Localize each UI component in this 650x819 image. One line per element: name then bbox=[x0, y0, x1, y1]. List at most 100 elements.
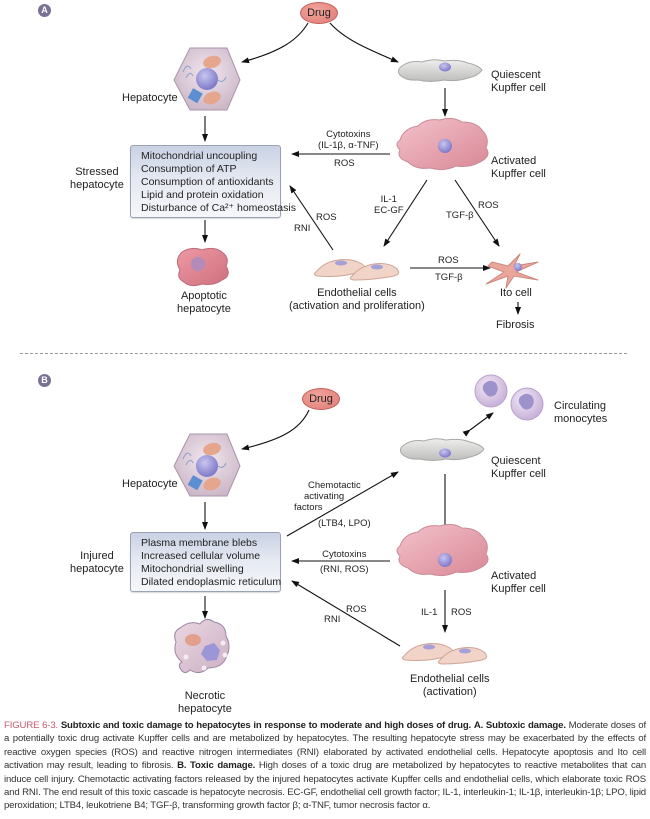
label-line: Endothelial cells bbox=[410, 673, 490, 685]
panel-b-badge: B bbox=[38, 374, 51, 387]
label-line: Circulating bbox=[554, 400, 606, 412]
panel-divider bbox=[20, 353, 627, 354]
figure-caption: FIGURE 6-3. Subtoxic and toxic damage to… bbox=[4, 719, 646, 813]
necrotic-hepatocyte-cell bbox=[174, 618, 230, 674]
activated-kupffer-cell-b bbox=[396, 523, 489, 577]
stressed-hepatocyte-label: Stressed hepatocyte bbox=[70, 166, 124, 192]
label-line: hepatocyte bbox=[70, 563, 124, 575]
activated-kupffer-label-b: Activated Kupffer cell bbox=[491, 570, 546, 596]
rni-label-endo-box-b: RNI bbox=[324, 614, 341, 625]
label-line: Endothelial cells bbox=[317, 287, 397, 299]
il1-ecgf-label-a: IL-1 EC-GF bbox=[374, 194, 404, 216]
cytotoxins-label-b: Cytotoxins (RNI, ROS) bbox=[320, 549, 369, 575]
label-line: Activated bbox=[491, 155, 537, 167]
ros-label-endo-ito-a: ROS bbox=[438, 255, 459, 266]
effect-item: Dilated endoplasmic reticulum bbox=[141, 576, 282, 588]
label-line: Kupffer cell bbox=[491, 468, 546, 480]
label-line: Kupffer cell bbox=[491, 583, 546, 595]
arrow-kupffer-to-ito-a bbox=[454, 179, 500, 247]
drug-oval-a: Drug bbox=[300, 2, 338, 24]
cytotoxins-ros-label-a: ROS bbox=[334, 158, 355, 169]
label-line: Injured bbox=[80, 550, 114, 562]
label-line: (activation and proliferation) bbox=[289, 300, 425, 312]
ito-cell bbox=[485, 253, 539, 289]
label-line: (IL-1β, α-TNF) bbox=[318, 140, 379, 151]
arrow-endothelial-to-box-b bbox=[291, 580, 401, 647]
label-line: (RNI, ROS) bbox=[320, 564, 369, 575]
effect-item: Consumption of ATP bbox=[141, 163, 237, 175]
quiescent-kupffer-label-b: Quiescent Kupffer cell bbox=[491, 455, 546, 481]
label-line: Stressed bbox=[75, 166, 119, 178]
effect-item: Mitochondrial swelling bbox=[141, 563, 244, 575]
effect-item: Disturbance of Ca²⁺ homeostasis bbox=[141, 202, 296, 214]
effect-item: Plasma membrane blebs bbox=[141, 537, 258, 549]
label-line: Apoptotic bbox=[180, 290, 227, 302]
rni-label-endo-box-a: RNI bbox=[294, 223, 311, 234]
arrow-drug-to-hepatocyte-a bbox=[241, 22, 309, 64]
injured-hepatocyte-effects-box: Plasma membrane blebs Increased cellular… bbox=[130, 532, 281, 592]
arrow-drug-to-quiescent-kupffer-a bbox=[329, 22, 399, 63]
arrow-kupffer-to-endothelial-a bbox=[383, 179, 428, 247]
label-line: Cytotoxins bbox=[322, 549, 367, 560]
label-line: (activation) bbox=[422, 686, 477, 698]
necrotic-hepatocyte-label: Necrotic hepatocyte bbox=[178, 690, 232, 716]
hepatocyte-label-b: Hepatocyte bbox=[122, 478, 178, 490]
figure-diagram: A Drug Hepatocyte Quiescent Kupffer cell… bbox=[20, 2, 627, 715]
drug-oval-b: Drug bbox=[302, 388, 340, 410]
injured-hepatocyte-label: Injured hepatocyte bbox=[70, 550, 124, 576]
hepatocyte-label-a: Hepatocyte bbox=[122, 92, 178, 104]
hepatocyte-cell-a bbox=[173, 47, 241, 111]
label-line: IL-1 bbox=[380, 194, 397, 205]
ros-label-endo-box-a: ROS bbox=[316, 212, 337, 223]
apoptotic-hepatocyte-label: Apoptotic hepatocyte bbox=[177, 290, 231, 316]
ros-label-kupffer-ito-a: ROS bbox=[478, 200, 499, 211]
label-line: hepatocyte bbox=[177, 303, 231, 315]
endothelial-label-b: Endothelial cells (activation) bbox=[410, 673, 490, 699]
arrow-monocytes-kupffer-bidirectional bbox=[462, 412, 494, 437]
circulating-monocytes bbox=[474, 374, 544, 421]
caption-b-heading: B. Toxic damage. bbox=[177, 760, 256, 772]
label-line: EC-GF bbox=[374, 205, 404, 216]
label-line: Activated bbox=[491, 570, 537, 582]
ito-cell-label: Ito cell bbox=[500, 287, 532, 299]
label-line: hepatocyte bbox=[178, 703, 232, 715]
tgf-label-endo-ito-a: TGF-β bbox=[435, 272, 463, 283]
caption-title: Subtoxic and toxic damage to hepatocytes… bbox=[60, 720, 472, 731]
endothelial-cells-b bbox=[401, 643, 488, 665]
effect-item: Consumption of antioxidants bbox=[141, 176, 274, 188]
label-line: activating bbox=[304, 491, 345, 502]
label-line: Quiescent bbox=[491, 69, 541, 81]
effect-item: Increased cellular volume bbox=[141, 550, 261, 562]
label-line: Chemotactic bbox=[308, 480, 361, 491]
panel-a-badge: A bbox=[38, 4, 51, 17]
endothelial-cells-a bbox=[313, 259, 400, 281]
chemotactic-label-b: Chemotactic activating factors bbox=[294, 480, 361, 513]
caption-a-text: Moderate doses of a potentially toxic dr… bbox=[4, 720, 647, 772]
arrow-chemotactic-factors-b bbox=[286, 471, 399, 537]
label-line: Kupffer cell bbox=[491, 168, 546, 180]
arrow-drug-to-hepatocyte-b bbox=[241, 409, 310, 451]
tgf-label-kupffer-ito-a: TGF-β bbox=[446, 210, 474, 221]
fibrosis-label: Fibrosis bbox=[496, 319, 535, 331]
quiescent-kupffer-cell-a bbox=[397, 59, 483, 82]
label-line: Quiescent bbox=[491, 455, 541, 467]
label-line: hepatocyte bbox=[70, 179, 124, 191]
label-line: Necrotic bbox=[184, 690, 226, 702]
ros-label-kupffer-endo-b: ROS bbox=[451, 607, 472, 618]
label-line: Cytotoxins bbox=[326, 129, 371, 140]
il1-label-b: IL-1 bbox=[421, 607, 438, 618]
diagram-graphics bbox=[173, 22, 544, 674]
activated-kupffer-label-a: Activated Kupffer cell bbox=[491, 155, 546, 181]
caption-a-heading: A. Subtoxic damage. bbox=[473, 720, 566, 731]
caption-figure-number: FIGURE 6-3. bbox=[4, 720, 59, 731]
monocytes-label: Circulating monocytes bbox=[554, 400, 607, 426]
quiescent-kupffer-label-a: Quiescent Kupffer cell bbox=[491, 69, 546, 95]
caption-b-text: High doses of a toxic drug are metaboliz… bbox=[4, 760, 647, 812]
label-line: monocytes bbox=[554, 413, 608, 425]
hepatocyte-cell-b bbox=[173, 433, 241, 497]
label-line: factors bbox=[294, 502, 323, 513]
endothelial-label-a: Endothelial cells (activation and prolif… bbox=[289, 287, 425, 313]
arrow-endothelial-to-box-a bbox=[289, 185, 334, 251]
effect-item: Mitochondrial uncoupling bbox=[141, 150, 258, 162]
effect-item: Lipid and protein oxidation bbox=[141, 189, 264, 201]
